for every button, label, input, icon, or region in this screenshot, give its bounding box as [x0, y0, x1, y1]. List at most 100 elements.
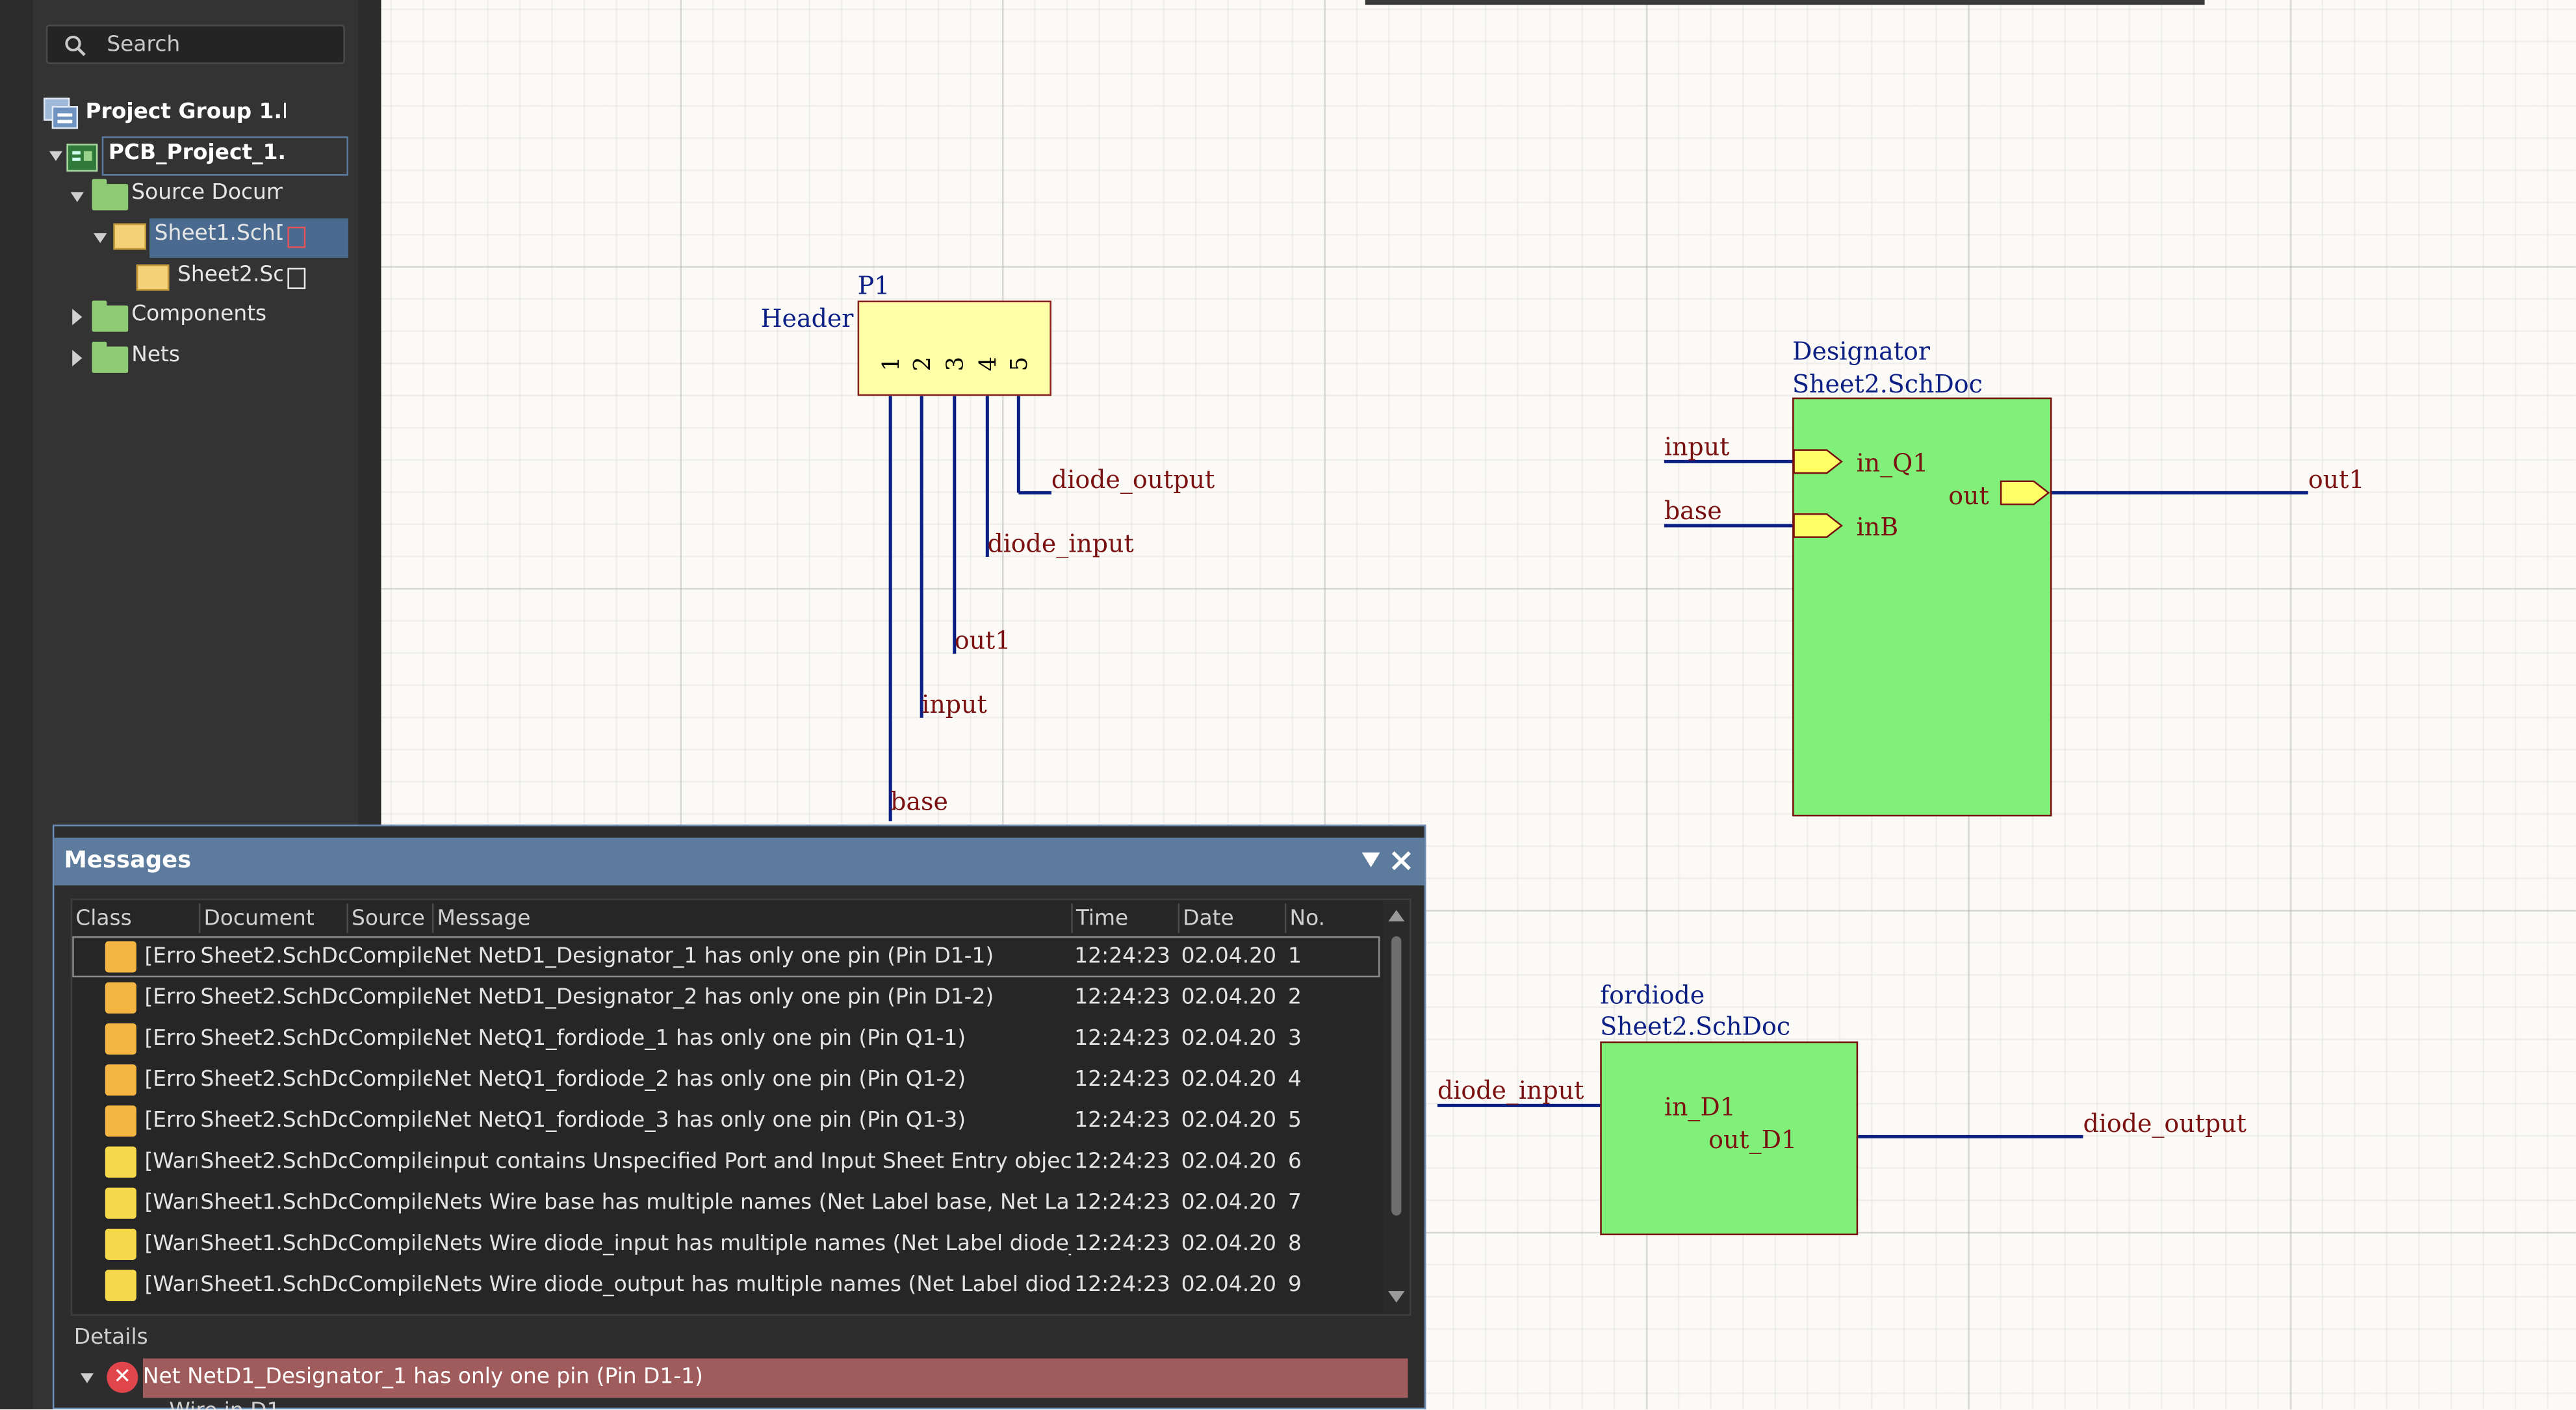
message-document: Sheet1.SchDoc — [200, 1273, 347, 1298]
error-icon — [105, 941, 136, 973]
message-time: 12:24:23 — [1074, 1027, 1170, 1051]
message-date: 02.04.20 — [1181, 1190, 1276, 1216]
column-separator — [1071, 903, 1073, 933]
message-no: 5 — [1287, 1109, 1302, 1134]
message-time: 12:24:23 — [1074, 1232, 1170, 1257]
column-header-message[interactable]: Message — [437, 906, 531, 932]
message-source: Compiler — [348, 1027, 432, 1051]
column-header-source[interactable]: Source — [351, 906, 425, 932]
scroll-down-icon[interactable] — [1388, 1291, 1405, 1303]
sheet-symbol-fordiode-filename[interactable]: Sheet2.SchDoc — [1600, 1012, 1791, 1042]
message-document: Sheet2.SchDoc — [200, 1149, 347, 1175]
message-time: 12:24:23 — [1074, 944, 1170, 969]
net-label-out1[interactable]: out1 — [954, 626, 1011, 656]
net-label-out1-sheet[interactable]: out1 — [2308, 465, 2365, 494]
message-row[interactable]: [Warning] Sheet1.SchDoc Compiler Nets Wi… — [72, 1183, 1380, 1224]
message-row[interactable]: [Warning] Sheet1.SchDoc Compiler Nets Wi… — [72, 1265, 1380, 1306]
message-row[interactable]: [Error] Sheet2.SchDoc Compiler Net NetQ1… — [72, 1060, 1380, 1101]
collapse-toggle-icon[interactable] — [72, 350, 83, 366]
pcb-project-icon — [66, 144, 98, 172]
sheet-symbol-fordiode-body[interactable] — [1600, 1041, 1859, 1236]
sheet-symbol-designator-body[interactable] — [1792, 397, 2052, 817]
net-label-diode-input-sheet[interactable]: diode_input — [1437, 1075, 1584, 1106]
message-text: Net NetQ1_fordiode_3 has only one pin (P… — [433, 1109, 966, 1134]
tree-item-sheet2[interactable]: Sheet2.Sch — [177, 263, 283, 288]
net-label-input-sheet[interactable]: input — [1664, 431, 1730, 462]
message-source: Compiler — [348, 1190, 432, 1216]
modified-doc-icon — [287, 226, 306, 248]
column-header-document[interactable]: Document — [203, 906, 315, 932]
column-header-time[interactable]: Time — [1075, 906, 1129, 932]
message-row[interactable]: [Warning] Sheet2.SchDoc Compiler input c… — [72, 1142, 1380, 1183]
sheet-entry-out-d1[interactable]: out_D1 — [1708, 1125, 1797, 1155]
sheet-symbol-fordiode[interactable]: fordiode — [1600, 981, 1705, 1010]
expand-toggle-icon[interactable] — [94, 233, 107, 244]
message-document: Sheet2.SchDoc — [200, 985, 347, 1010]
schematic-doc-icon — [136, 264, 170, 291]
net-label-input[interactable]: input — [921, 689, 987, 720]
message-class: [Error] — [144, 985, 197, 1010]
expand-toggle-icon[interactable] — [80, 1373, 94, 1383]
message-text: input contains Unspecified Port and Inpu… — [433, 1149, 1072, 1175]
message-no: 7 — [1287, 1190, 1302, 1216]
net-label-diode-output-sheet[interactable]: diode_output — [2083, 1109, 2247, 1138]
folder-icon — [92, 300, 129, 332]
sheet-entry-in-q1[interactable]: in_Q1 — [1856, 448, 1929, 478]
message-text: Nets Wire diode_input has multiple names… — [433, 1232, 1071, 1257]
tree-item-sheet1[interactable]: Sheet1.SchDc — [154, 222, 283, 247]
sheet-symbol-designator[interactable]: Designator — [1792, 337, 1931, 366]
message-class: [Warning] — [144, 1273, 197, 1298]
message-date: 02.04.20 — [1181, 1273, 1276, 1298]
message-date: 02.04.20 — [1181, 985, 1276, 1010]
scroll-up-icon[interactable] — [1388, 910, 1405, 922]
sheet-symbol-filename[interactable]: Sheet2.SchDoc — [1792, 369, 1983, 400]
message-row[interactable]: [Error] Sheet2.SchDoc Compiler Net NetD1… — [72, 936, 1380, 978]
search-icon — [65, 35, 86, 57]
net-label-diode-output[interactable]: diode_output — [1051, 465, 1215, 494]
tree-item-components[interactable]: Components — [131, 302, 267, 327]
message-document: Sheet2.SchDoc — [200, 1109, 347, 1134]
message-class: [Warning] — [144, 1232, 197, 1257]
close-icon[interactable] — [1391, 851, 1411, 871]
column-separator — [1178, 903, 1180, 933]
messages-scrollbar[interactable] — [1383, 900, 1410, 1314]
expand-toggle-icon[interactable] — [49, 151, 63, 161]
sheet-entry-in-d1[interactable]: in_D1 — [1664, 1092, 1736, 1122]
message-row[interactable]: [Error] Sheet2.SchDoc Compiler Net NetQ1… — [72, 1018, 1380, 1059]
sheet-entry-out[interactable]: out — [1948, 481, 1989, 511]
collapse-toggle-icon[interactable] — [72, 309, 83, 326]
message-row[interactable]: [Error] Sheet2.SchDoc Compiler Net NetQ1… — [72, 1101, 1380, 1142]
detail-child-item[interactable]: Wire in D1 — [169, 1401, 280, 1409]
net-label-base[interactable]: base — [890, 786, 948, 817]
panel-menu-chevron-icon[interactable] — [1361, 852, 1380, 869]
search-placeholder: Search — [107, 32, 181, 58]
scrollbar-thumb[interactable] — [1391, 936, 1402, 1216]
header-component-body[interactable] — [857, 300, 1051, 396]
search-input[interactable]: Search — [45, 24, 345, 64]
tree-item-source-documents[interactable]: Source Docume — [131, 181, 283, 205]
message-row[interactable]: [Error] Sheet2.SchDoc Compiler Net NetD1… — [72, 977, 1380, 1018]
net-label-base-sheet[interactable]: base — [1664, 496, 1722, 526]
message-document: Sheet1.SchDoc — [200, 1232, 347, 1257]
tree-item-project-group[interactable]: Project Group 1.Ds — [85, 100, 285, 125]
header-designator[interactable]: P1 — [857, 271, 890, 301]
column-header-no[interactable]: No. — [1289, 906, 1326, 932]
messages-title: Messages — [64, 847, 192, 874]
error-icon: ✕ — [107, 1361, 138, 1393]
messages-panel: Messages Class Document Source Message T… — [52, 825, 1426, 1410]
detail-selected-item[interactable]: Net NetD1_Designator_1 has only one pin … — [142, 1358, 1408, 1398]
column-header-date[interactable]: Date — [1183, 906, 1234, 932]
message-row[interactable]: [Warning] Sheet1.SchDoc Compiler Nets Wi… — [72, 1224, 1380, 1264]
message-source: Compiler — [348, 985, 432, 1010]
column-separator — [198, 903, 201, 933]
tree-item-nets[interactable]: Nets — [131, 343, 181, 368]
expand-toggle-icon[interactable] — [70, 192, 84, 202]
sheet-entry-inb[interactable]: inB — [1856, 512, 1899, 543]
messages-title-bar[interactable]: Messages — [54, 838, 1424, 886]
tree-item-pcb-project[interactable]: PCB_Project_1.Pr — [108, 141, 286, 166]
column-header-class[interactable]: Class — [75, 906, 132, 932]
net-label-diode-input[interactable]: diode_input — [987, 529, 1134, 559]
message-time: 12:24:23 — [1074, 1190, 1170, 1216]
